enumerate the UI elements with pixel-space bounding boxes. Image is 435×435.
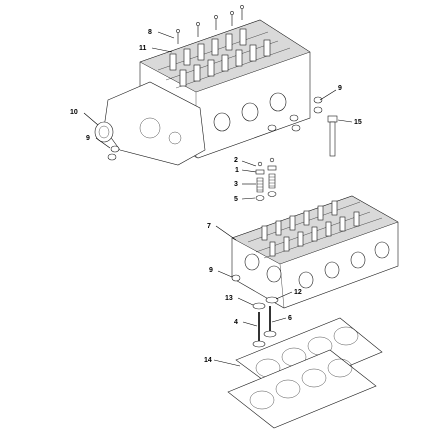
lower-head-side-ports bbox=[244, 241, 390, 289]
callout-8: 8 bbox=[148, 29, 152, 36]
lower-o-ring bbox=[231, 274, 241, 282]
callout-15: 15 bbox=[354, 119, 362, 126]
callout-11: 11 bbox=[139, 45, 147, 52]
callout-9: 9 bbox=[86, 135, 90, 142]
callout-6: 6 bbox=[288, 315, 292, 322]
callout-10: 10 bbox=[70, 109, 78, 116]
head-gaskets bbox=[227, 317, 383, 429]
lower-cylinder-head bbox=[231, 195, 399, 309]
upper-o-rings-left bbox=[107, 145, 120, 161]
callout-13: 13 bbox=[225, 295, 233, 302]
callout-7: 7 bbox=[207, 223, 211, 230]
upper-cylinder-head-assembly bbox=[103, 5, 311, 166]
callout-12: 12 bbox=[294, 289, 302, 296]
leader-lines bbox=[83, 31, 353, 367]
callout-5: 5 bbox=[234, 196, 238, 203]
oil-seal bbox=[94, 121, 114, 143]
callout-14: 14 bbox=[204, 357, 212, 364]
callout-labels: 8 11 9 10 9 15 2 1 3 5 7 9 12 13 6 4 14 bbox=[70, 29, 362, 364]
callout-1: 1 bbox=[235, 167, 239, 174]
upper-o-rings-right bbox=[267, 96, 323, 132]
upper-camshaft-lobes bbox=[157, 28, 291, 89]
valves bbox=[252, 306, 277, 348]
callout-9: 9 bbox=[338, 85, 342, 92]
lower-camshaft-lobes bbox=[247, 200, 383, 259]
valve-stem-seals bbox=[252, 296, 279, 310]
long-bolt bbox=[327, 115, 338, 157]
valve-train-components bbox=[255, 157, 277, 201]
callout-4: 4 bbox=[234, 319, 238, 326]
upper-head-bolts bbox=[176, 5, 244, 44]
callout-9: 9 bbox=[209, 267, 213, 274]
callout-3: 3 bbox=[234, 181, 238, 188]
callout-2: 2 bbox=[234, 157, 238, 164]
